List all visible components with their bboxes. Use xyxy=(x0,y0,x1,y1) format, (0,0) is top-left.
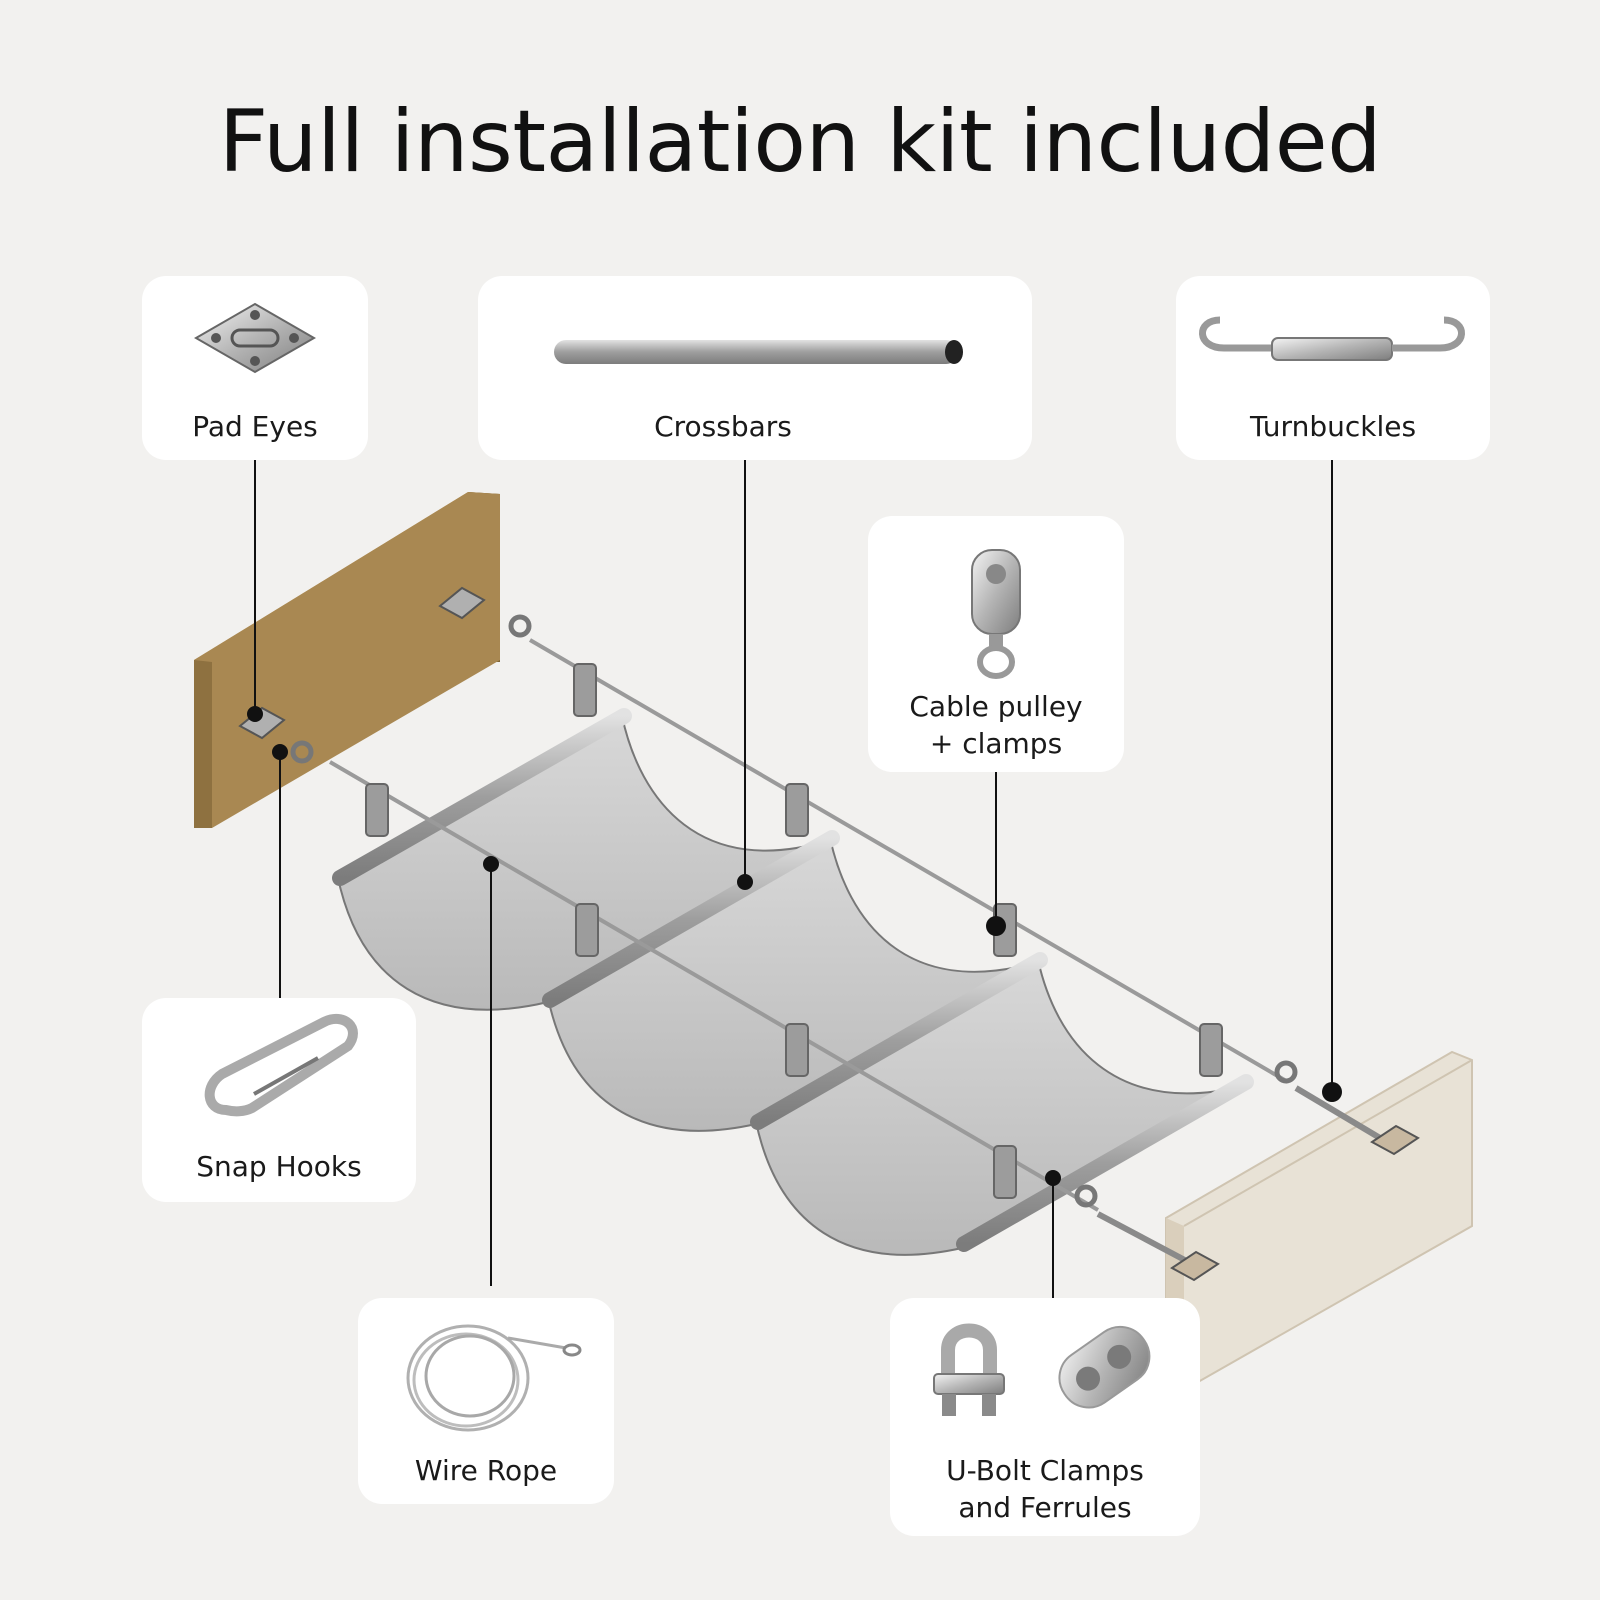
pad-eyes-card: Pad Eyes xyxy=(142,276,368,460)
turnbuckles-card: Turnbuckles xyxy=(1176,276,1490,460)
crossbars-card: Crossbars xyxy=(478,276,1032,460)
pad-eye-icon xyxy=(193,302,317,374)
wire-rope-lines xyxy=(328,638,1290,1212)
leader-dots xyxy=(247,706,1342,1186)
shade-fabric-panels xyxy=(336,714,1245,1256)
turnbuckle-icon xyxy=(1199,316,1465,361)
pad-eyes-label: Pad Eyes xyxy=(192,410,318,443)
cable-pulley-card: Cable pulley + clamps xyxy=(868,516,1124,772)
mounted-hardware xyxy=(238,586,1420,1282)
crossbar-icon xyxy=(554,340,963,364)
snap-hooks-card: Snap Hooks xyxy=(142,998,416,1202)
snap-hooks-label: Snap Hooks xyxy=(196,1150,362,1183)
page-title: Full installation kit included xyxy=(218,92,1382,192)
crossbars-label: Crossbars xyxy=(654,410,792,443)
pulley-brackets xyxy=(365,663,1223,1199)
left-wall-board xyxy=(194,492,500,828)
cable-pulley-label: Cable pulley + clamps xyxy=(909,690,1083,760)
ubolt-clamp-icon xyxy=(933,1323,1005,1416)
crossbar-rods xyxy=(332,708,1254,1252)
pulley-icon xyxy=(971,549,1021,679)
ubolt-clamps-label: U-Bolt Clamps and Ferrules xyxy=(946,1454,1144,1524)
wire-rope-card: Wire Rope xyxy=(358,1298,614,1504)
ferrule-icon xyxy=(1058,1325,1151,1409)
wire-rope-label: Wire Rope xyxy=(414,1454,558,1487)
ubolt-clamps-card: U-Bolt Clamps and Ferrules xyxy=(890,1298,1200,1536)
wire-rope-icon xyxy=(406,1324,582,1432)
turnbuckles-label: Turnbuckles xyxy=(1249,410,1417,443)
leader-lines xyxy=(254,460,1333,1298)
snap-hook-icon xyxy=(204,1013,358,1117)
